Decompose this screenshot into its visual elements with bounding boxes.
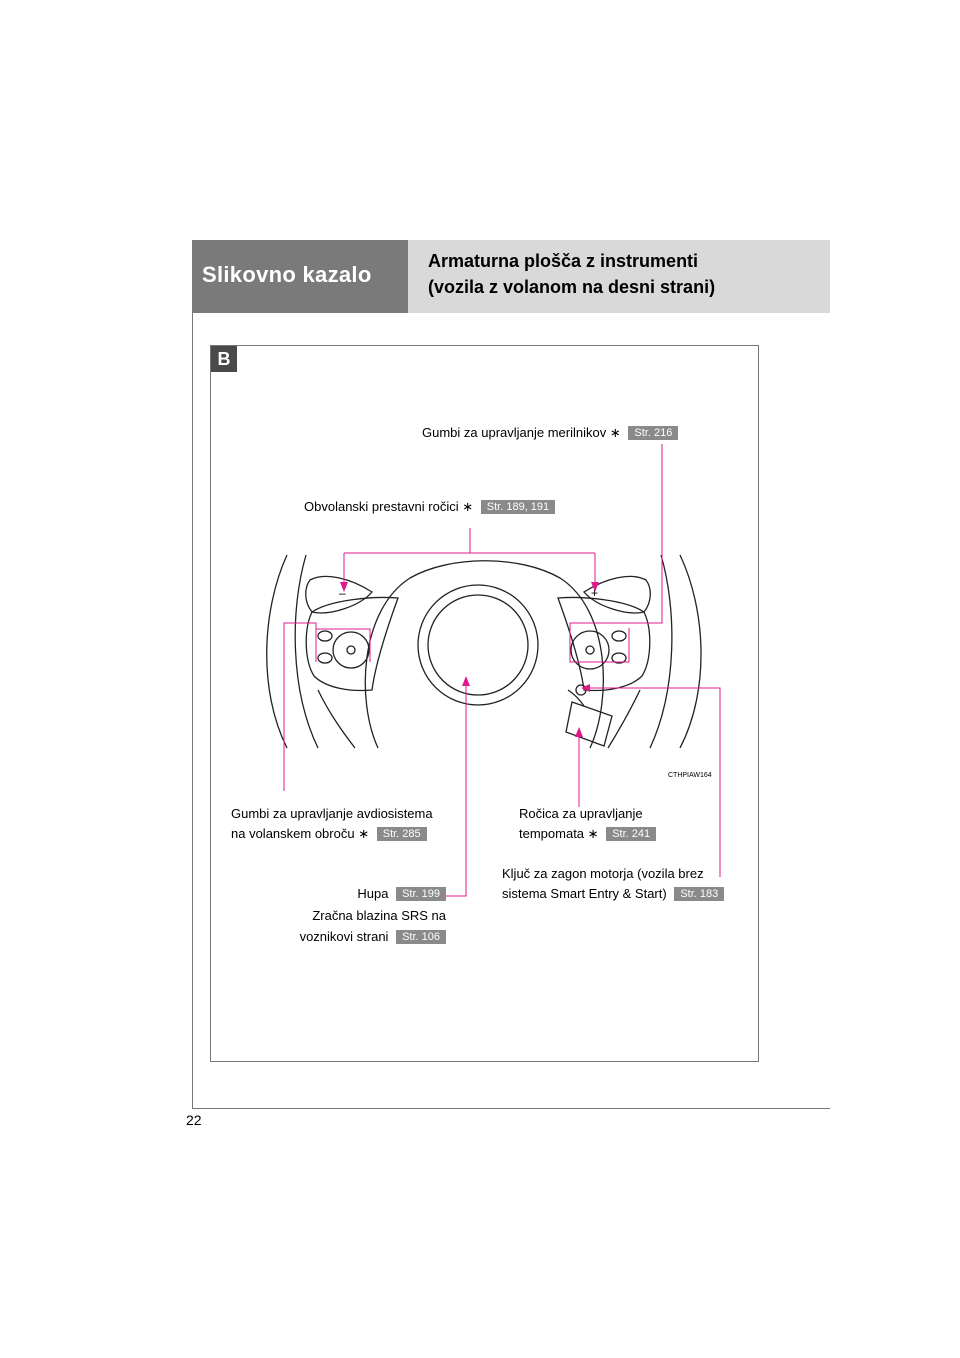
figure-code: CTHPIAW164 xyxy=(668,772,712,779)
right-pad-center xyxy=(585,645,595,655)
label-key-line2: sistema Smart Entry & Start) xyxy=(502,886,667,901)
callout-audio xyxy=(283,622,371,791)
right-pod-button-1 xyxy=(611,630,627,642)
ref-airbag[interactable]: Str. 106 xyxy=(396,930,446,944)
right-pod-button-2 xyxy=(611,652,627,664)
cruise-lever-stalk xyxy=(567,689,585,707)
lower-leg-left xyxy=(317,689,356,749)
ref-cruise[interactable]: Str. 241 xyxy=(606,827,657,841)
left-paddle xyxy=(305,575,373,614)
right-paddle xyxy=(583,575,651,614)
left-pad-center xyxy=(346,645,356,655)
label-cruise-line2-wrap: tempomata ∗ Str. 241 xyxy=(519,826,657,842)
footer-rule xyxy=(192,1108,830,1109)
label-horn: Hupa xyxy=(357,886,389,901)
hub-outline xyxy=(364,560,604,749)
asterisk-paddle: ∗ xyxy=(462,499,474,514)
asterisk-cruise: ∗ xyxy=(587,826,599,841)
ref-key[interactable]: Str. 183 xyxy=(674,887,725,901)
label-cruise-line1: Ročica za upravljanje xyxy=(519,806,643,821)
wheel-drawing xyxy=(266,554,702,749)
label-horn-wrap: Hupa Str. 199 xyxy=(357,886,446,901)
left-pad-ring xyxy=(332,631,370,669)
left-pod-button-1 xyxy=(317,630,333,642)
figure-badge: B xyxy=(211,346,237,372)
asterisk-audio: ∗ xyxy=(358,826,370,841)
left-spoke xyxy=(305,596,399,692)
hub-ring-outer xyxy=(417,584,539,706)
cruise-lever xyxy=(565,701,613,747)
label-cruise-line2: tempomata xyxy=(519,826,585,841)
callout-lines xyxy=(283,444,721,897)
left-pod-button-2 xyxy=(317,652,333,664)
callout-horn-arrow xyxy=(462,676,470,686)
callout-key xyxy=(585,687,721,877)
label-paddle-shifters: Obvolanski prestavni ročici ∗ Str. 189, … xyxy=(304,499,556,515)
callout-cruise-arrow xyxy=(575,727,583,737)
label-meter-text: Gumbi za upravljanje merilnikov xyxy=(422,425,607,440)
ref-meter[interactable]: Str. 216 xyxy=(628,426,679,440)
subtitle-line2: (vozila z volanom na desni strani) xyxy=(428,277,716,297)
callout-key-arrow xyxy=(581,684,590,692)
paddle-minus-glyph: – xyxy=(339,586,346,600)
callout-meters xyxy=(569,444,663,663)
label-airbag-line1: Zračna blazina SRS na xyxy=(312,908,446,923)
right-pad-ring xyxy=(570,630,610,670)
label-key-line2-wrap: sistema Smart Entry & Start) Str. 183 xyxy=(502,886,725,901)
paddle-plus-glyph: + xyxy=(591,586,598,600)
label-airbag-line2-wrap: voznikovi strani Str. 106 xyxy=(300,929,446,944)
wheel-rim-left xyxy=(266,554,288,749)
subtitle-line1: Armaturna plošča z instrumenti xyxy=(428,251,699,271)
label-audio-line2: na volanskem obroču xyxy=(231,826,355,841)
label-audio-line2-wrap: na volanskem obroču ∗ Str. 285 xyxy=(231,826,427,842)
section-title-box: Slikovno kazalo xyxy=(192,240,408,313)
hub-ring-inner xyxy=(427,594,529,696)
lower-leg-right xyxy=(607,689,641,749)
label-key-line1: Ključ za zagon motorja (vozila brez xyxy=(502,866,704,881)
wheel-rim-inner-right xyxy=(649,554,673,749)
callout-horn xyxy=(445,681,467,897)
label-audio-line1: Gumbi za upravljanje avdiosistema xyxy=(231,806,433,821)
subtitle-box: Armaturna plošča z instrumenti (vozila z… xyxy=(408,240,830,313)
wheel-rim-inner-left xyxy=(294,554,319,749)
label-airbag-line2: voznikovi strani xyxy=(299,929,389,944)
ref-horn[interactable]: Str. 199 xyxy=(396,887,446,901)
section-title: Slikovno kazalo xyxy=(202,262,372,287)
ref-paddle[interactable]: Str. 189, 191 xyxy=(480,500,556,514)
margin-rule xyxy=(192,313,193,1108)
page-number: 22 xyxy=(186,1112,202,1128)
wheel-rim-right xyxy=(679,554,702,749)
asterisk-meter: ∗ xyxy=(609,425,621,440)
callout-paddles-arrow-right xyxy=(591,582,599,592)
callout-paddles-arrow-left xyxy=(340,582,348,592)
callout-paddles xyxy=(343,528,596,587)
label-meter-switches: Gumbi za upravljanje merilnikov ∗ Str. 2… xyxy=(422,425,679,441)
label-paddle-text: Obvolanski prestavni ročici xyxy=(304,499,459,514)
figure-frame xyxy=(210,345,759,1062)
ref-audio[interactable]: Str. 285 xyxy=(376,827,427,841)
